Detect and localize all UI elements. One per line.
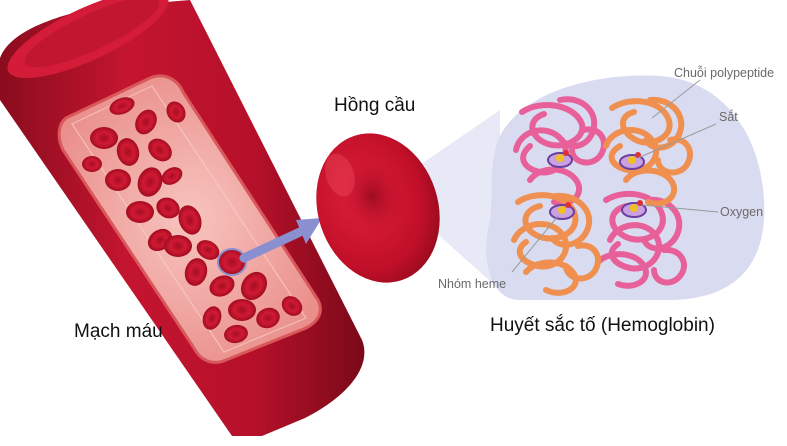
- oxygen-atoms: [563, 150, 643, 208]
- zoom-cone: [398, 110, 500, 290]
- label-iron: Sắt: [719, 109, 738, 124]
- label-oxygen: Oxygen: [720, 205, 763, 219]
- leader-heme: [511, 215, 559, 273]
- callout-lines: [511, 79, 719, 273]
- hemoglobin-molecule: [511, 96, 693, 296]
- highlighted-blood-cell: [217, 248, 247, 276]
- blood-vessel: [0, 0, 365, 436]
- label-vessel: Mạch máu: [74, 321, 163, 342]
- label-polypeptide: Chuỗi polypeptide: [674, 65, 774, 80]
- label-heme: Nhóm heme: [438, 277, 506, 291]
- leader-iron: [637, 123, 717, 159]
- polypeptide-chain-orange: [511, 96, 693, 296]
- blood-cell: [82, 97, 303, 344]
- zoom-arrow: [239, 218, 322, 263]
- blood-cells-group: [82, 97, 303, 344]
- leader-polypeptide: [651, 79, 701, 119]
- label-hemoglobin: Huyết sắc tố (Hemoglobin): [490, 314, 715, 336]
- leader-oxygen: [641, 204, 719, 213]
- label-red-cell: Hồng cầu: [334, 95, 415, 116]
- iron-atoms: [556, 154, 638, 214]
- red-blood-cell: [316, 133, 440, 283]
